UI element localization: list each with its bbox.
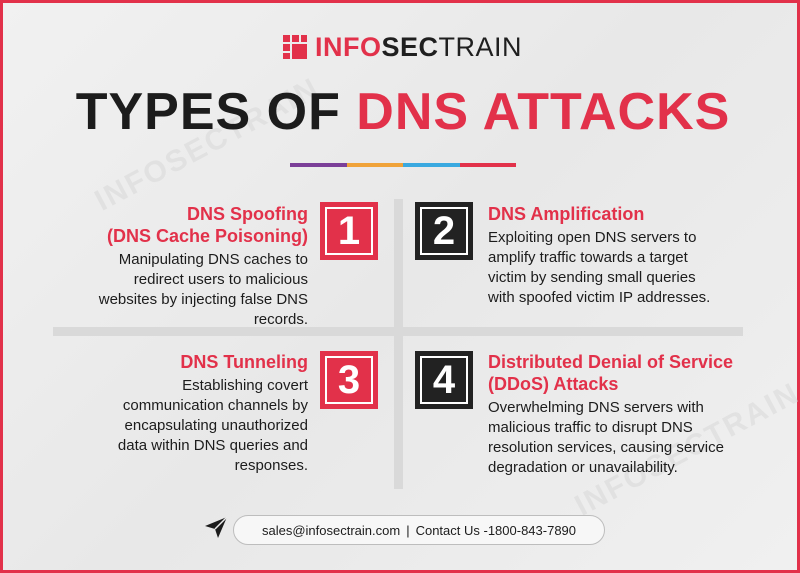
underline-segment — [346, 163, 403, 167]
contact-separator: | — [406, 522, 410, 538]
card-description: Manipulating DNS caches to redirect user… — [98, 251, 308, 328]
brand-logo: INFOSECTRAIN — [283, 30, 522, 64]
page-title: TYPES OF DNS ATTACKS — [75, 83, 731, 141]
card-description: Exploiting open DNS servers to amplify t… — [488, 229, 711, 306]
vertical-divider — [394, 199, 403, 489]
number-badge-2: 2 — [415, 202, 473, 260]
number-badge-3: 3 — [320, 351, 378, 409]
underline-segment — [403, 163, 460, 167]
number-badge-4: 4 — [415, 351, 473, 409]
title-underline — [290, 163, 516, 167]
underline-segment — [290, 163, 347, 167]
number-badge-1: 1 — [320, 202, 378, 260]
card-ddos-attacks: Distributed Denial of Service (DDoS) Att… — [488, 351, 778, 478]
card-heading: DNS Tunneling — [180, 352, 308, 372]
card-dns-tunneling: DNS Tunneling Establishing covert commun… — [73, 351, 308, 476]
card-heading: DNS Amplification — [488, 204, 645, 224]
card-dns-amplification: DNS Amplification Exploiting open DNS se… — [488, 203, 768, 308]
logo-grid-icon — [283, 35, 307, 59]
underline-segment — [459, 163, 516, 167]
card-heading: DNS Spoofing (DNS Cache Poisoning) — [106, 204, 308, 246]
card-heading: Distributed Denial of Service (DDoS) Att… — [488, 352, 734, 394]
card-description: Establishing covert communication channe… — [117, 377, 308, 474]
contact-pill: sales@infosectrain.com | Contact Us -180… — [233, 515, 605, 545]
contact-phone[interactable]: Contact Us -1800-843-7890 — [415, 522, 577, 538]
card-dns-spoofing: DNS Spoofing (DNS Cache Poisoning) Manip… — [58, 203, 308, 330]
card-description: Overwhelming DNS servers with malicious … — [488, 399, 724, 476]
contact-email[interactable]: sales@infosectrain.com — [261, 522, 401, 538]
send-icon — [205, 516, 228, 538]
logo-wordmark: INFOSECTRAIN — [315, 31, 523, 62]
